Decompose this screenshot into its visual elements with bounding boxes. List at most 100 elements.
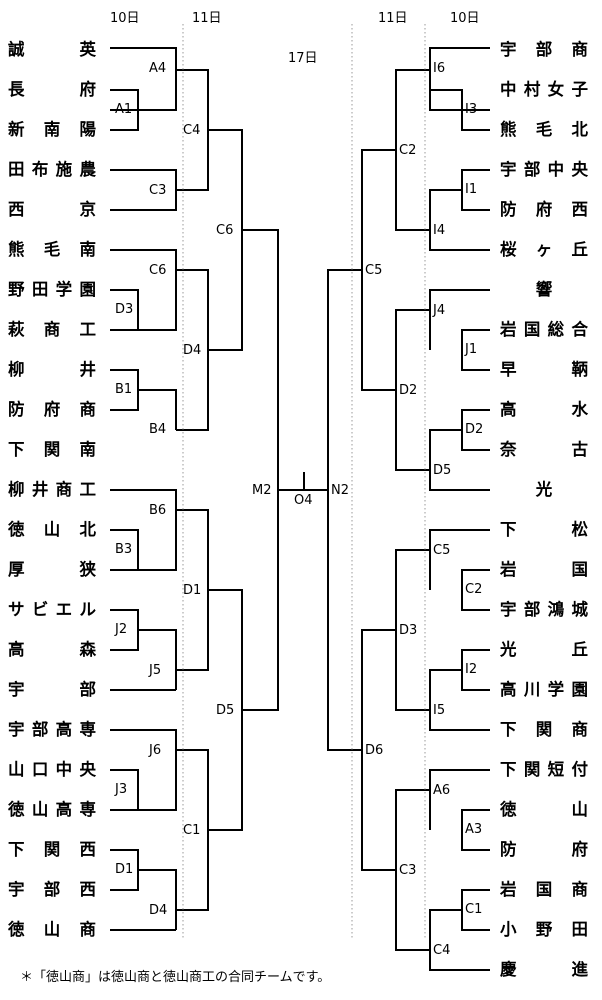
match-label: C5 bbox=[365, 263, 383, 278]
match-label: C1 bbox=[183, 823, 201, 838]
match-label: C6 bbox=[216, 223, 234, 238]
match-label: D1 bbox=[115, 862, 134, 877]
match-label: J4 bbox=[433, 303, 446, 318]
right-team: 下関短付 bbox=[500, 760, 588, 779]
header-left-11: 11日 bbox=[192, 11, 222, 26]
match-label: D2 bbox=[465, 422, 484, 437]
match-label: D4 bbox=[149, 903, 168, 918]
match-label: A6 bbox=[433, 783, 451, 798]
right-team: 宇部鴻城 bbox=[500, 600, 588, 619]
left-team: 柳井 bbox=[8, 360, 96, 379]
header-final-17: 17日 bbox=[288, 51, 318, 66]
left-team: 誠英 bbox=[8, 40, 96, 59]
match-label: C3 bbox=[149, 183, 167, 198]
right-team: 岩国商 bbox=[500, 880, 588, 899]
match-label: B4 bbox=[149, 422, 167, 437]
left-team: 下関西 bbox=[8, 840, 96, 859]
right-team: 下関商 bbox=[500, 720, 588, 739]
left-team: 柳井商工 bbox=[8, 480, 96, 499]
match-label: I3 bbox=[465, 102, 478, 117]
match-label: I6 bbox=[433, 61, 446, 76]
match-label: B6 bbox=[149, 503, 167, 518]
match-label: C2 bbox=[399, 143, 417, 158]
right-team: 小野田 bbox=[500, 920, 588, 939]
right-team: 奈古 bbox=[500, 440, 588, 459]
left-team: 防府商 bbox=[8, 400, 96, 419]
final-label-right: N2 bbox=[331, 483, 349, 498]
header-right-11: 11日 bbox=[378, 11, 408, 26]
match-label: D3 bbox=[399, 623, 418, 638]
match-label: B3 bbox=[115, 542, 133, 557]
match-label: D1 bbox=[183, 583, 202, 598]
header-left-10: 10日 bbox=[110, 11, 140, 26]
left-team: 宇部高専 bbox=[8, 720, 96, 739]
final-label-left: M2 bbox=[252, 483, 272, 498]
match-label: A1 bbox=[115, 102, 133, 117]
match-label: J5 bbox=[149, 663, 162, 678]
left-team: 徳山北 bbox=[8, 520, 96, 539]
right-team: 防府西 bbox=[500, 200, 588, 219]
header-right-10: 10日 bbox=[450, 11, 480, 26]
match-label: C3 bbox=[399, 863, 417, 878]
right-team: 防府 bbox=[500, 840, 588, 859]
match-label: I1 bbox=[465, 182, 478, 197]
right-team: 早鞆 bbox=[500, 360, 588, 379]
match-label: C4 bbox=[433, 943, 451, 958]
match-label: J6 bbox=[149, 743, 162, 758]
left-team: サビエル bbox=[8, 600, 96, 619]
left-team: 新南陽 bbox=[8, 120, 96, 139]
match-label: I5 bbox=[433, 703, 446, 718]
match-label: D3 bbox=[115, 302, 134, 317]
right-team: 光 bbox=[535, 480, 553, 499]
match-label: B1 bbox=[115, 382, 133, 397]
match-label: C1 bbox=[465, 902, 483, 917]
right-team: 徳山 bbox=[500, 800, 588, 819]
match-label: D5 bbox=[433, 463, 452, 478]
match-label: I4 bbox=[433, 223, 446, 238]
left-team: 厚狭 bbox=[8, 560, 96, 579]
right-team: 高川学園 bbox=[500, 680, 588, 699]
match-label: J2 bbox=[115, 622, 128, 637]
footnote: ＊「徳山商」は徳山商と徳山商工の合同チームです。 bbox=[20, 970, 331, 985]
right-team: 高水 bbox=[500, 400, 588, 419]
left-team: 田布施農 bbox=[8, 160, 96, 179]
left-team: 宇部西 bbox=[8, 880, 96, 899]
match-label: J3 bbox=[115, 782, 128, 797]
match-label: J1 bbox=[465, 342, 478, 357]
match-label: D4 bbox=[183, 343, 202, 358]
left-team: 野田学園 bbox=[8, 280, 96, 299]
left-team: 徳山高専 bbox=[8, 800, 96, 819]
match-label: C4 bbox=[183, 123, 201, 138]
match-label: C2 bbox=[465, 582, 483, 597]
right-team: 宇部中央 bbox=[500, 160, 588, 179]
match-label: D6 bbox=[365, 743, 384, 758]
right-team: 下松 bbox=[500, 520, 588, 539]
match-label: D2 bbox=[399, 383, 418, 398]
left-team: 長府 bbox=[8, 80, 96, 99]
left-team: 西京 bbox=[8, 200, 96, 219]
left-team: 熊毛南 bbox=[8, 240, 96, 259]
match-label: A3 bbox=[465, 822, 483, 837]
right-team: 慶進 bbox=[500, 960, 588, 979]
final-label-center: O4 bbox=[294, 493, 313, 508]
left-team: 山口中央 bbox=[8, 760, 96, 779]
left-team: 萩商工 bbox=[8, 320, 96, 339]
right-team: 光丘 bbox=[500, 640, 588, 659]
right-team: 岩国 bbox=[500, 560, 588, 579]
match-label: A4 bbox=[149, 61, 167, 76]
right-team: 熊毛北 bbox=[500, 120, 588, 139]
left-team: 高森 bbox=[8, 640, 96, 659]
match-label: C5 bbox=[433, 543, 451, 558]
match-label: D5 bbox=[216, 703, 235, 718]
left-team: 下関南 bbox=[8, 440, 96, 459]
left-team: 徳山商 bbox=[8, 920, 96, 939]
right-team: 宇部商 bbox=[500, 40, 588, 59]
match-label: C6 bbox=[149, 263, 167, 278]
right-team: 中村女子 bbox=[500, 80, 588, 99]
right-team: 桜ヶ丘 bbox=[500, 240, 588, 259]
match-label: I2 bbox=[465, 662, 478, 677]
left-team: 宇部 bbox=[8, 680, 96, 699]
right-team: 岩国総合 bbox=[500, 320, 588, 339]
right-team: 響 bbox=[535, 280, 553, 299]
